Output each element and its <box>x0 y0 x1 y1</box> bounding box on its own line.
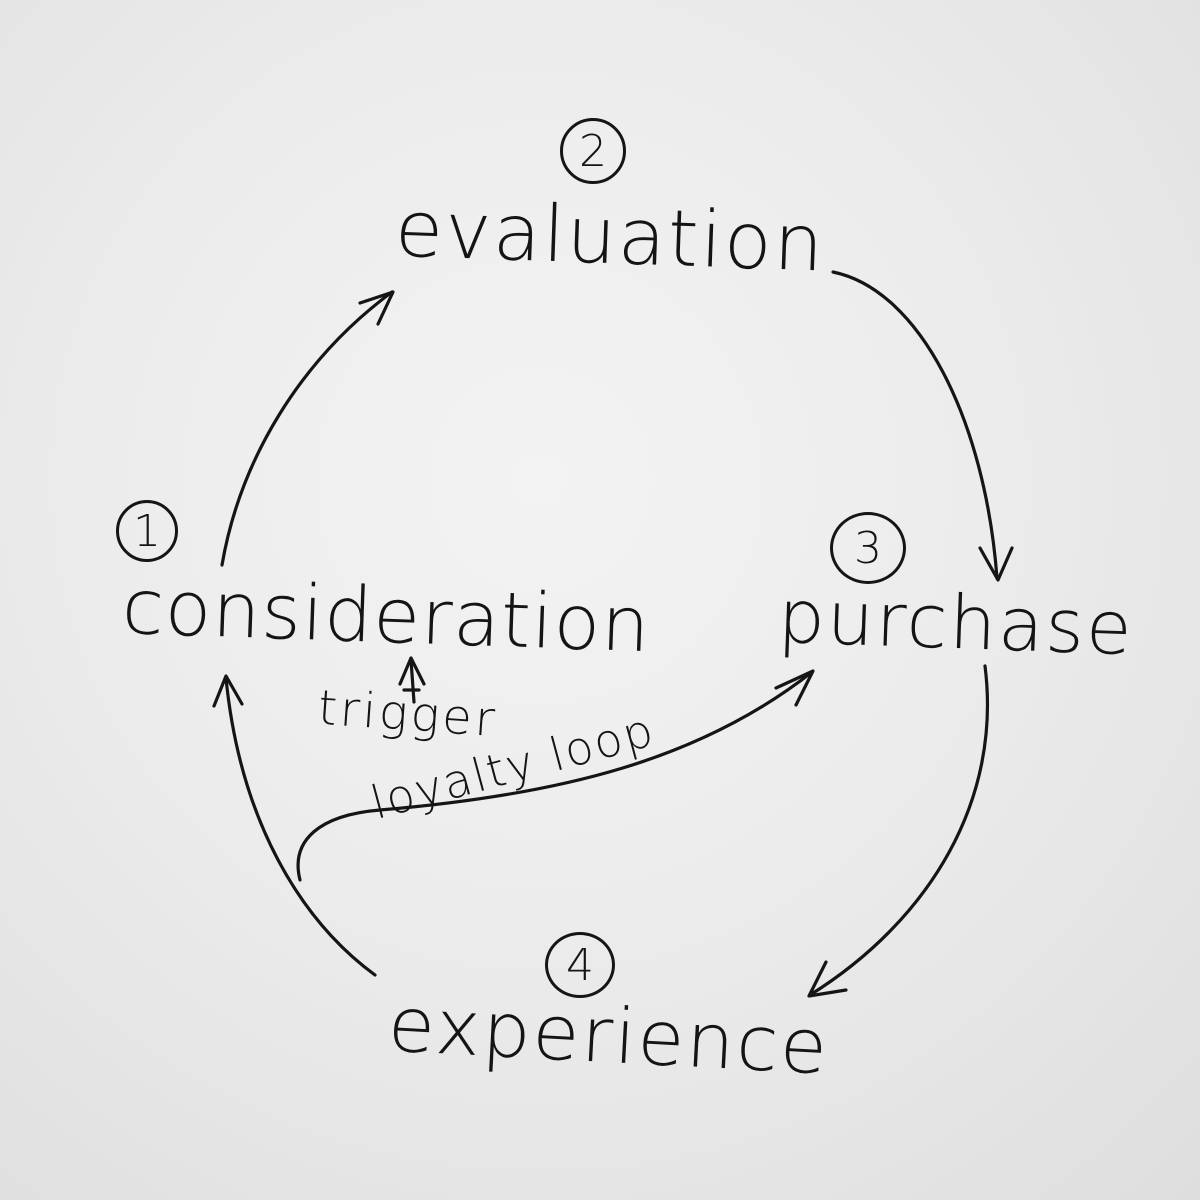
arrow-head-purchase <box>978 546 1014 582</box>
arrow-experience-to-consideration <box>224 676 377 977</box>
arrow-consideration-to-evaluation <box>220 290 394 567</box>
arrow-evaluation-to-purchase <box>831 270 999 580</box>
arrow-head-trigger <box>398 656 426 686</box>
step-badge-purchase: 3 <box>830 512 906 584</box>
step-badge-experience: 4 <box>545 932 615 998</box>
trigger-label: trigger <box>316 679 500 749</box>
arrow-trigger <box>409 658 416 704</box>
arrow-head-experience <box>807 960 848 998</box>
stage-label-purchase: purchase <box>776 573 1136 673</box>
step-number: 3 <box>854 522 882 574</box>
stage-label-evaluation: evaluation <box>393 184 827 290</box>
arrow-head-consideration <box>212 674 244 708</box>
stage-label-consideration: consideration <box>120 561 652 670</box>
arrow-loyalty-loop <box>296 670 814 882</box>
arrow-head-evaluation <box>358 290 395 326</box>
step-number: 1 <box>133 505 161 557</box>
arrow-head-loyalty <box>774 669 815 707</box>
step-badge-evaluation: 2 <box>560 118 626 184</box>
step-number: 2 <box>579 125 607 177</box>
step-badge-consideration: 1 <box>116 500 178 562</box>
arrow-purchase-to-experience <box>808 664 990 997</box>
stage-label-experience: experience <box>385 979 832 1092</box>
step-number: 4 <box>566 939 594 991</box>
